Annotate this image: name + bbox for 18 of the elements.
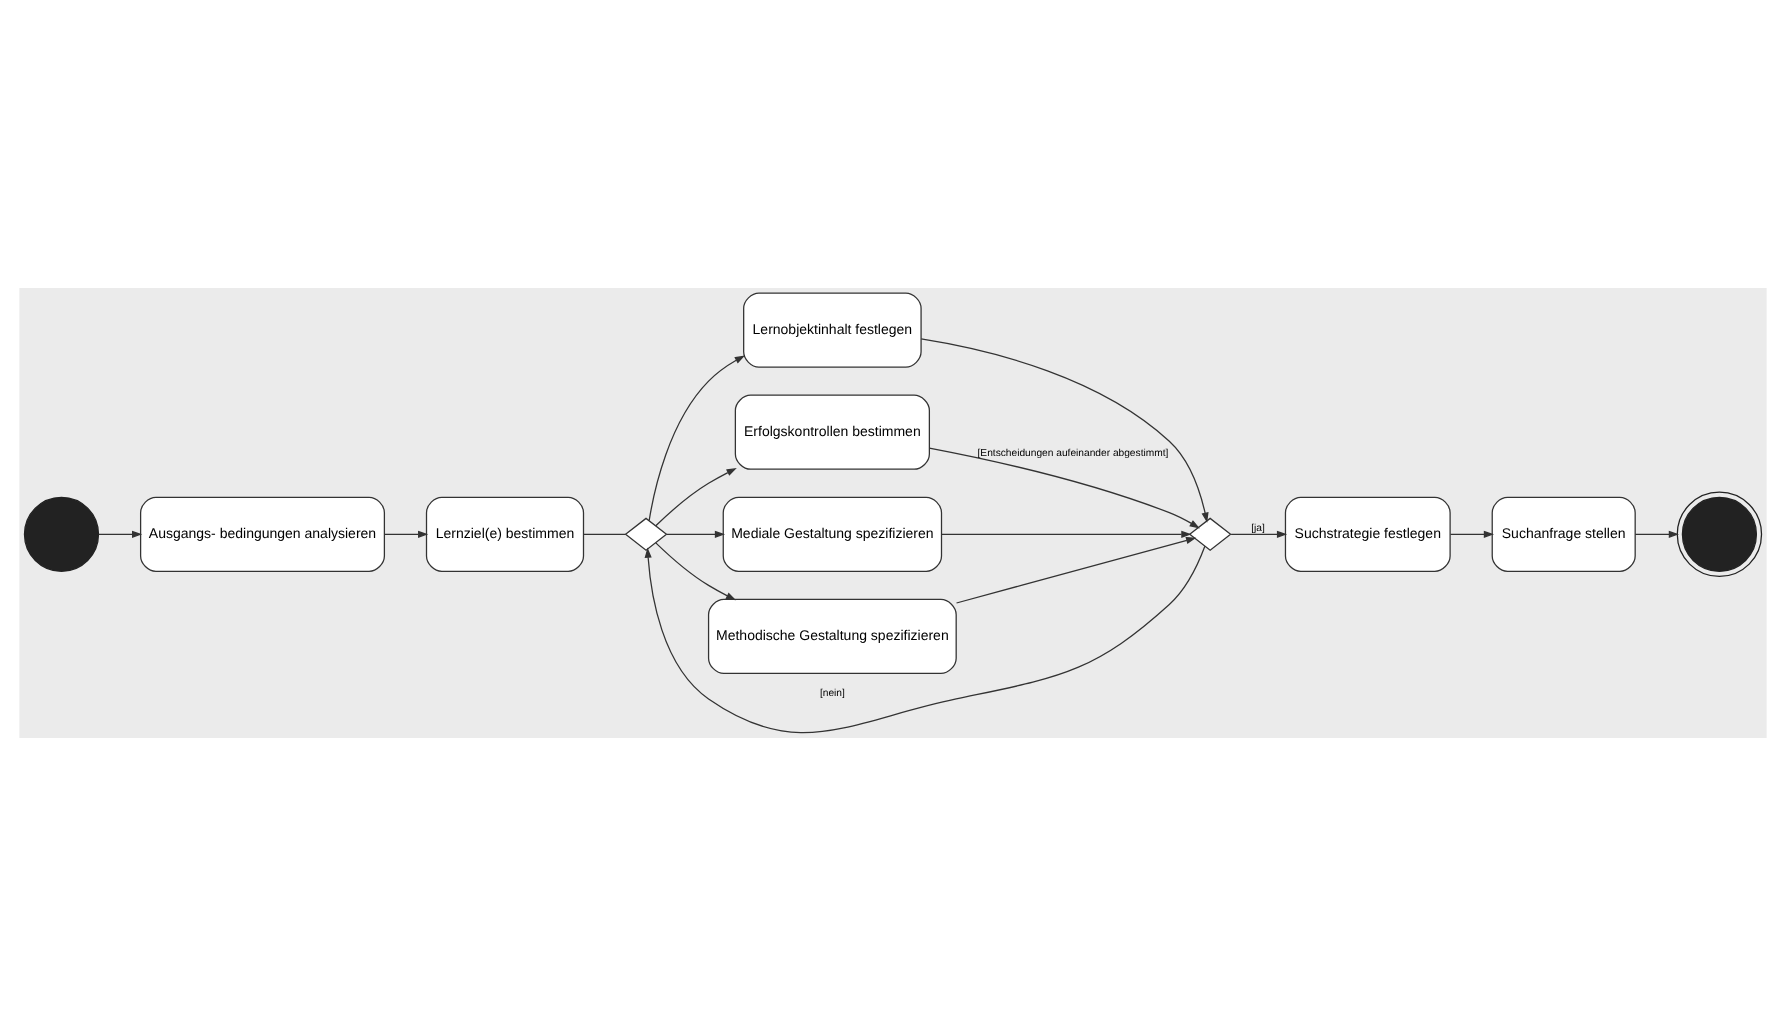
arrow (655, 467, 737, 526)
arrow (928, 446, 1200, 528)
arrow (383, 529, 429, 537)
arrow (655, 541, 737, 600)
arrow (1634, 529, 1679, 537)
arrow (648, 354, 745, 521)
arrow (1449, 529, 1495, 537)
arrow (955, 535, 1197, 603)
connector (582, 532, 627, 534)
node-diamond (624, 516, 668, 551)
arrow (644, 544, 1206, 733)
arrow (666, 529, 726, 537)
node-bullseye (1676, 490, 1763, 577)
arrow (1230, 529, 1288, 537)
node-circle (23, 495, 100, 571)
arrow (920, 337, 1209, 522)
arrow (941, 529, 1192, 537)
arrow (98, 529, 143, 537)
